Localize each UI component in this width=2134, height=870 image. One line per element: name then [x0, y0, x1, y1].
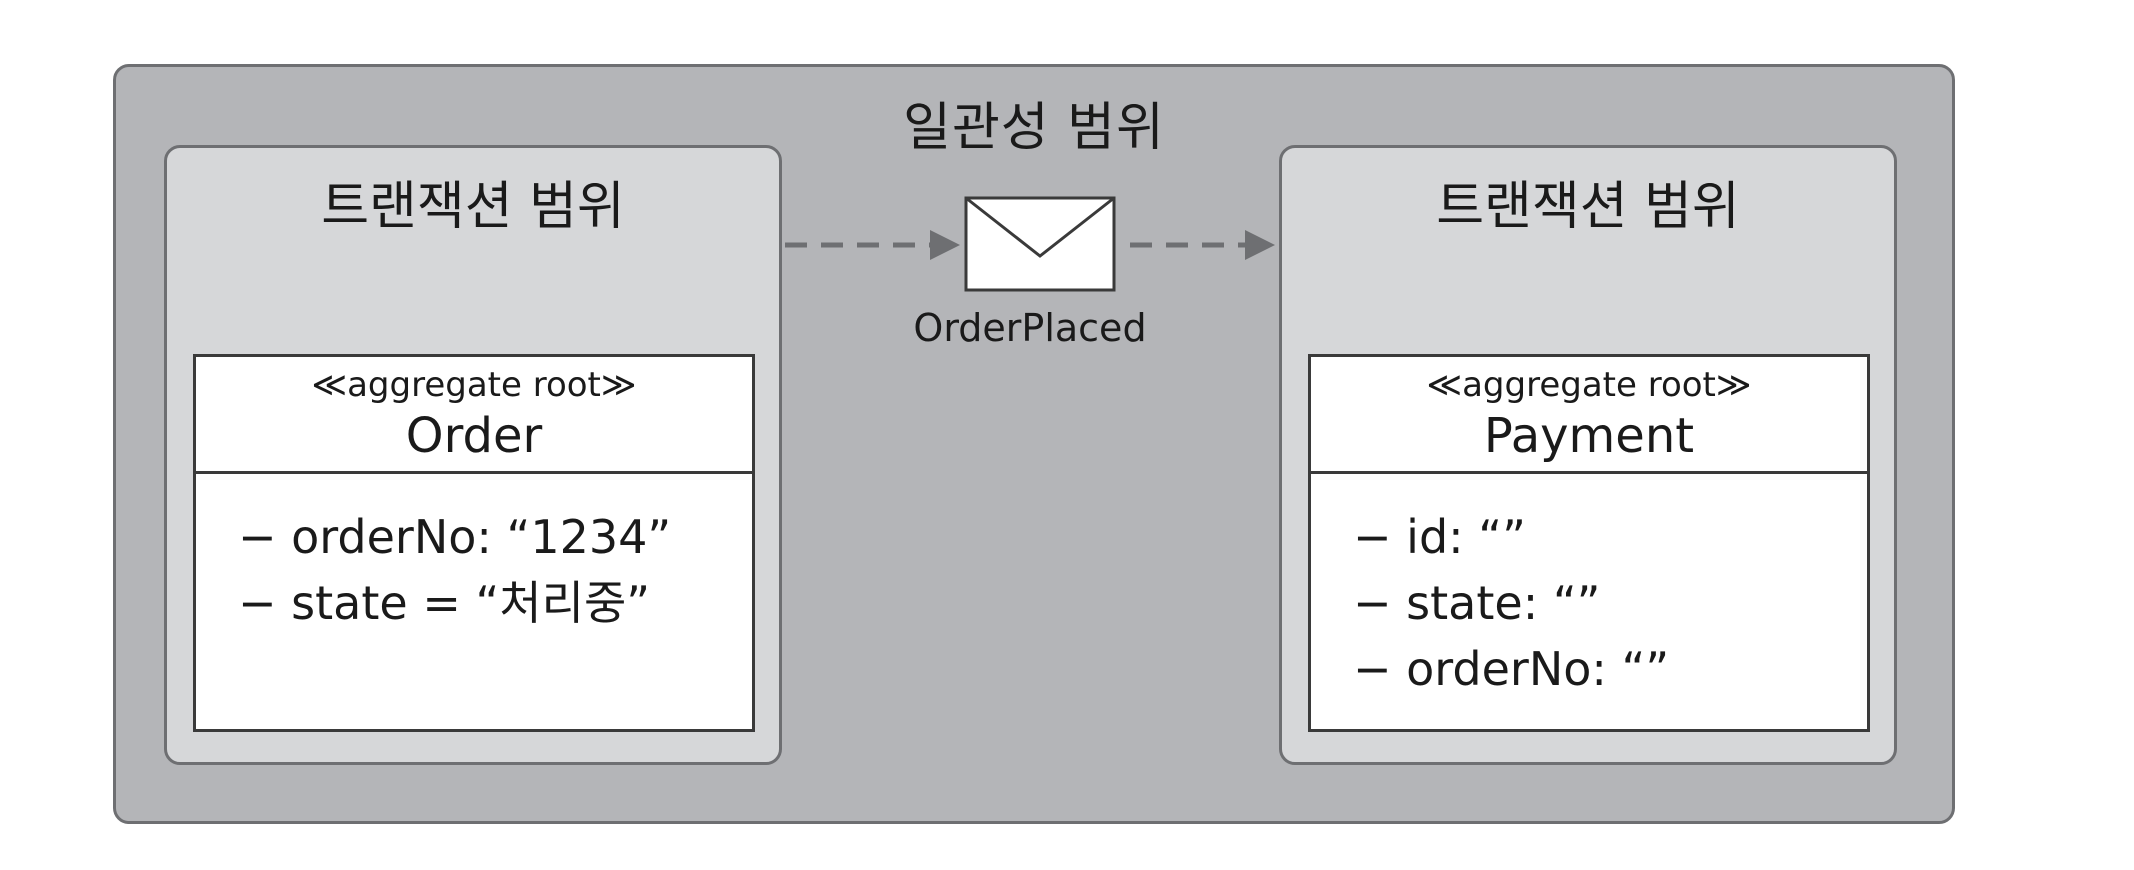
- aggregate-header: ≪aggregate root≫ Payment: [1311, 357, 1867, 474]
- attribute-item: − orderNo: “1234”: [238, 510, 672, 564]
- event-name-label: OrderPlaced: [913, 306, 1147, 350]
- envelope-icon: [964, 196, 1116, 292]
- attribute-item: − orderNo: “”: [1353, 642, 1670, 696]
- stereotype-label: ≪aggregate root≫: [1426, 365, 1752, 405]
- aggregate-header: ≪aggregate root≫ Order: [196, 357, 752, 474]
- aggregate-name: Order: [405, 408, 543, 464]
- attribute-item: − state = “처리중”: [238, 576, 651, 630]
- transaction-scope-title-left: 트랜잭션 범위: [321, 177, 625, 237]
- attribute-item: − id: “”: [1353, 510, 1526, 564]
- consistency-scope-title: 일관성 범위: [903, 98, 1165, 158]
- aggregate-order: ≪aggregate root≫ Order − orderNo: “1234”…: [193, 354, 755, 732]
- transaction-scope-left: 트랜잭션 범위 ≪aggregate root≫ Order − orderNo…: [164, 145, 782, 765]
- aggregate-payment: ≪aggregate root≫ Payment − id: “” − stat…: [1308, 354, 1870, 732]
- attribute-list: − orderNo: “1234” − state = “처리중”: [196, 474, 752, 636]
- transaction-scope-title-right: 트랜잭션 범위: [1436, 177, 1740, 237]
- stereotype-label: ≪aggregate root≫: [311, 365, 637, 405]
- aggregate-name: Payment: [1483, 408, 1695, 464]
- transaction-scope-right: 트랜잭션 범위 ≪aggregate root≫ Payment − id: “…: [1279, 145, 1897, 765]
- attribute-list: − id: “” − state: “” − orderNo: “”: [1311, 474, 1867, 702]
- consistency-scope: 일관성 범위 트랜잭션 범위 ≪aggregate root≫ Order − …: [113, 64, 1955, 824]
- attribute-item: − state: “”: [1353, 576, 1601, 630]
